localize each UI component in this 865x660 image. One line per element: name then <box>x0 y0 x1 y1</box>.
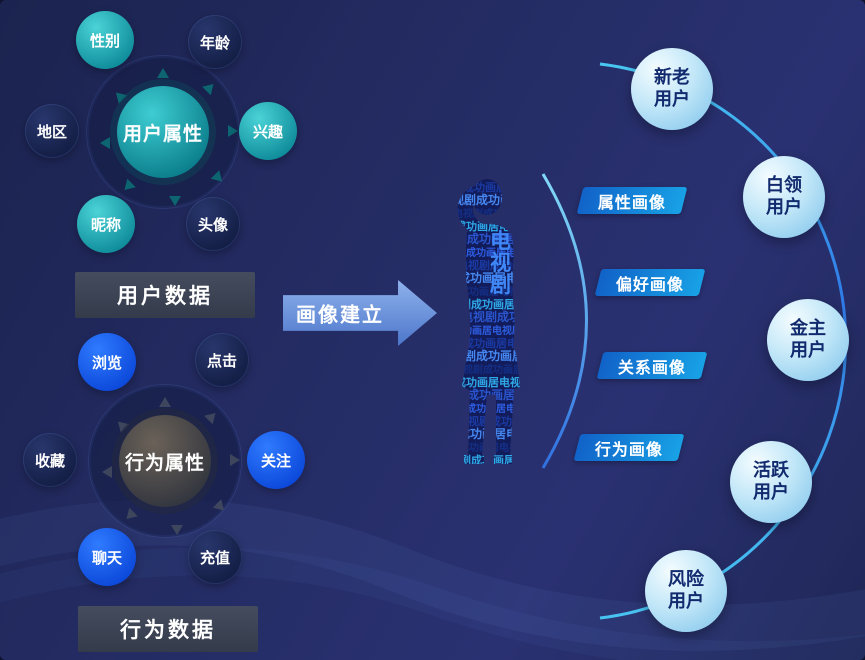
svg-text:居电视剧成功画居电视剧成功: 居电视剧成功画居电视剧成功 <box>430 387 550 402</box>
segment-paying-users: 金主 用户 <box>767 299 849 381</box>
attribute-node-label: 兴趣 <box>252 122 283 141</box>
behavior-data-panel-label: 行为数据 <box>120 618 216 642</box>
segment-label-line: 用户 <box>668 591 704 612</box>
svg-text:电视剧成功画居电视剧成功画: 电视剧成功画居电视剧成功画 <box>430 168 550 181</box>
attribute-node-interest: 兴趣 <box>239 102 297 160</box>
attribute-node-avatar: 头像 <box>186 197 240 251</box>
attribute-node-label: 年龄 <box>199 33 230 52</box>
portrait-tag-label: 关系画像 <box>617 357 686 377</box>
portrait-tag-label: 偏好画像 <box>615 274 684 294</box>
segment-label-line: 风险 <box>668 569 704 591</box>
behavior-node-label: 浏览 <box>91 353 122 372</box>
segment-label-line: 用户 <box>790 340 826 361</box>
user-attributes-center-label: 用户属性 <box>122 122 203 145</box>
behavior-attributes-center-label: 行为属性 <box>124 451 205 474</box>
behavior-attributes-center: 行为属性 <box>119 415 211 507</box>
svg-text:电视剧成功画居电视剧成功画: 电视剧成功画居电视剧成功画 <box>430 219 550 233</box>
behavior-node-label: 点击 <box>206 351 237 370</box>
portrait-tag-attribute: 属性画像 <box>576 187 688 214</box>
svg-text:电视剧成功画居电视剧成功画: 电视剧成功画居电视剧成功画 <box>430 426 550 441</box>
svg-text:电视剧成功画居电视剧成功画: 电视剧成功画居电视剧成功画 <box>430 324 550 337</box>
segment-label-line: 活跃 <box>753 460 789 482</box>
segment-label-line: 新老 <box>654 67 690 89</box>
svg-text:居电视剧成功画居电视剧成功: 居电视剧成功画居电视剧成功 <box>430 441 549 454</box>
segment-label-line: 用户 <box>753 482 789 503</box>
portrait-tag-preference: 偏好画像 <box>594 269 706 296</box>
user-data-panel-label: 用户数据 <box>117 284 213 308</box>
svg-text:居电视剧成功画居电视剧成功: 居电视剧成功画居电视剧成功 <box>430 231 550 246</box>
behavior-node-recharge: 充值 <box>188 530 242 584</box>
portrait-tag-behavior: 行为画像 <box>573 434 685 461</box>
segment-active-users: 活跃 用户 <box>730 441 812 523</box>
attribute-node-region: 地区 <box>25 104 79 158</box>
svg-text:居电视剧成功画居电视剧成功: 居电视剧成功画居电视剧成功 <box>430 336 550 350</box>
svg-text:居电视剧成功画居电视剧成功: 居电视剧成功画居电视剧成功 <box>430 285 549 298</box>
portrait-build-arrow-label: 画像建立 <box>296 302 384 327</box>
attribute-node-age: 年龄 <box>188 15 242 69</box>
segment-new-old-users: 新老 用户 <box>631 48 713 130</box>
person-fill <box>430 162 550 472</box>
behavior-node-favorite: 收藏 <box>23 433 77 487</box>
behavior-node-label: 充值 <box>199 548 230 567</box>
segment-risk-users: 风险 用户 <box>645 550 727 632</box>
user-attributes-center: 用户属性 <box>117 86 209 178</box>
user-data-panel: 用户数据 <box>75 272 255 318</box>
segment-white-collar-users: 白领 用户 <box>743 156 825 238</box>
segment-label-line: 白领 <box>766 175 802 197</box>
attribute-node-nickname: 昵称 <box>77 195 135 253</box>
behavior-node-chat: 聊天 <box>78 528 136 586</box>
behavior-node-label: 关注 <box>260 451 291 470</box>
segment-label-line: 用户 <box>766 197 802 218</box>
behavior-node-label: 收藏 <box>34 451 65 470</box>
segment-label-line: 用户 <box>654 89 690 110</box>
svg-text:电视剧成功画居电视剧成功画: 电视剧成功画居电视剧成功画 <box>430 375 550 389</box>
portrait-tag-relationship: 关系画像 <box>596 352 708 379</box>
portrait-tag-label: 属性画像 <box>597 192 666 212</box>
portrait-build-arrow: 画像建立 <box>283 280 437 346</box>
attribute-node-label: 性别 <box>89 31 120 50</box>
attribute-node-label: 头像 <box>197 215 228 234</box>
segment-label-line: 金主 <box>790 318 826 340</box>
behavior-node-follow: 关注 <box>247 431 305 489</box>
attribute-node-label: 昵称 <box>90 215 121 234</box>
svg-text:电视剧成功画居电视剧成功画: 电视剧成功画居电视剧成功画 <box>430 270 550 285</box>
wordcloud-person: 电视剧成功画居电视剧成功画居电视剧成功画居电视剧成功画居电视剧成功画居电视剧成功… <box>413 162 578 476</box>
behavior-node-browse: 浏览 <box>78 333 136 391</box>
attribute-node-gender: 性别 <box>76 11 134 69</box>
behavior-data-panel: 行为数据 <box>78 606 258 652</box>
svg-text:居电视剧成功画居电视剧成功: 居电视剧成功画居电视剧成功 <box>430 180 550 194</box>
wordcloud-term-large: 电视剧 <box>490 229 511 297</box>
portrait-tag-label: 行为画像 <box>594 439 663 459</box>
wordcloud-words: 电视剧成功画居电视剧成功画居电视剧成功画居电视剧成功画居电视剧成功画居电视剧成功… <box>413 168 578 467</box>
behavior-node-click: 点击 <box>195 333 249 387</box>
behavior-node-label: 聊天 <box>91 548 122 567</box>
attribute-node-label: 地区 <box>36 122 67 141</box>
